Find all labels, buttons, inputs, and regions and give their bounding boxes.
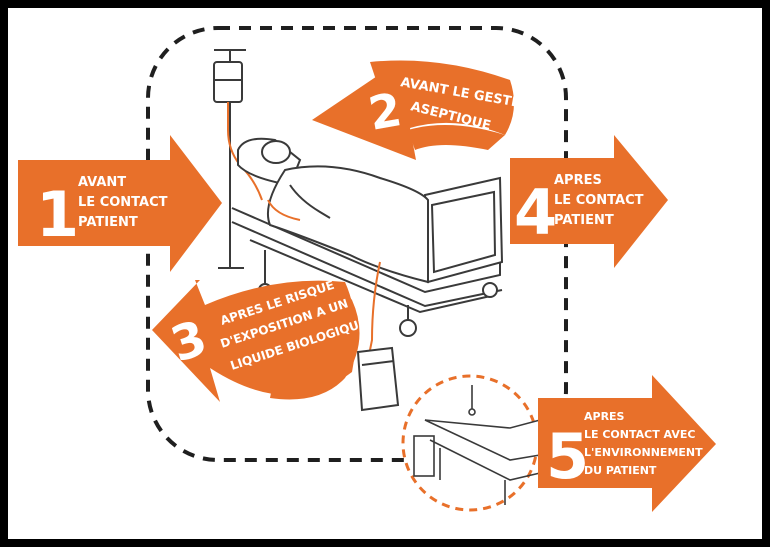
moment-1-number: 1 — [36, 178, 79, 251]
arrow-moment-3: 3 APRES LE RISQUE D'EXPOSITION A UN LIQU… — [152, 278, 368, 402]
moment-1-line-1: AVANT — [78, 175, 126, 190]
moment-5-line-3: L'ENVIRONNEMENT — [584, 446, 703, 459]
moment-1-line-2: LE CONTACT — [78, 195, 168, 210]
arrow-moment-5: 5 APRES LE CONTACT AVEC L'ENVIRONNEMENT … — [538, 375, 716, 512]
moment-1-line-3: PATIENT — [78, 215, 138, 230]
arrow-moment-2: 2 AVANT LE GESTE ASEPTIQUE — [312, 60, 521, 160]
arrow-moment-1: 1 AVANT LE CONTACT PATIENT — [18, 135, 222, 272]
moment-5-line-1: APRES — [584, 410, 625, 423]
moment-4-number: 4 — [514, 176, 557, 249]
moment-5-number: 5 — [546, 420, 589, 493]
arrow-moment-4: 4 APRES LE CONTACT PATIENT — [510, 135, 668, 268]
moment-5-line-2: LE CONTACT AVEC — [584, 428, 695, 441]
moment-5-line-4: DU PATIENT — [584, 464, 657, 477]
urine-bag-icon — [358, 262, 398, 410]
patient-icon — [238, 139, 428, 282]
moment-4-line-1: APRES — [554, 173, 602, 188]
moment-4-line-2: LE CONTACT — [554, 193, 644, 208]
moment-4-line-3: PATIENT — [554, 213, 614, 228]
